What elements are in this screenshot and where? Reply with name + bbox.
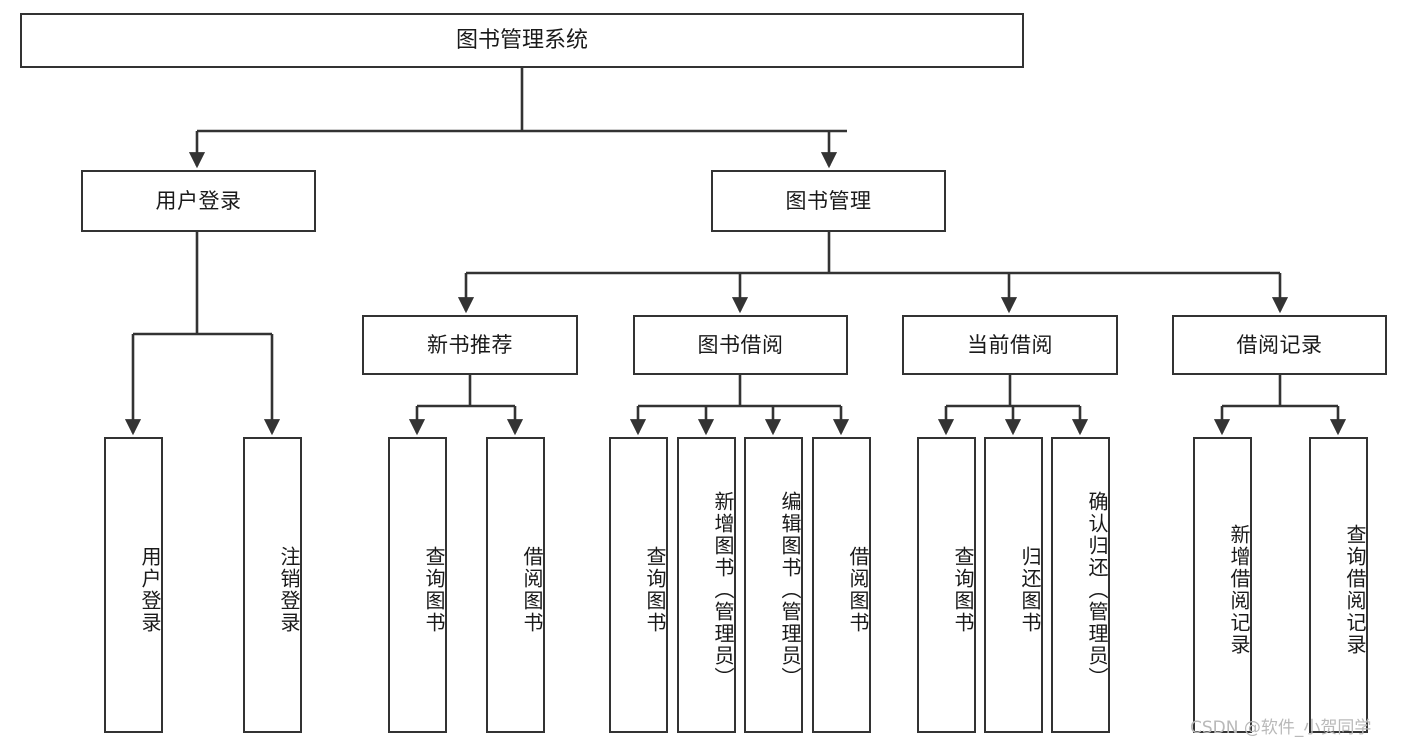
leaf-new-book-borrow[interactable]: 借阅图书 [486,437,545,733]
node-book-management[interactable]: 图书管理 [711,170,946,232]
leaf-label: 归还图书 [1018,546,1042,634]
leaf-new-book-query[interactable]: 查询图书 [388,437,447,733]
node-borrow-records[interactable]: 借阅记录 [1172,315,1387,375]
watermark-csdn: CSDN @软件_小贺同学 [1190,718,1372,738]
leaf-borrow-records-add[interactable]: 新增借阅记录 [1193,437,1252,733]
leaf-label: 查询图书 [643,546,667,634]
leaf-label: 确认归还（管理员） [1085,491,1109,689]
leaf-user-login-login[interactable]: 用户登录 [104,437,163,733]
leaf-borrow-records-query[interactable]: 查询借阅记录 [1309,437,1368,733]
node-book-borrow[interactable]: 图书借阅 [633,315,848,375]
leaf-book-borrow-borrow[interactable]: 借阅图书 [812,437,871,733]
leaf-label: 编辑图书（管理员） [778,491,802,689]
leaf-label: 查询借阅记录 [1343,524,1367,656]
leaf-user-login-logout[interactable]: 注销登录 [243,437,302,733]
leaf-current-borrow-query[interactable]: 查询图书 [917,437,976,733]
leaf-label: 借阅图书 [520,546,544,634]
node-root-system[interactable]: 图书管理系统 [20,13,1024,68]
leaf-label: 用户登录 [138,546,162,634]
leaf-current-borrow-confirm-return[interactable]: 确认归还（管理员） [1051,437,1110,733]
node-current-borrow[interactable]: 当前借阅 [902,315,1118,375]
leaf-label: 查询图书 [951,546,975,634]
leaf-label: 借阅图书 [846,546,870,634]
node-user-login[interactable]: 用户登录 [81,170,316,232]
leaf-label: 查询图书 [422,546,446,634]
leaf-label: 新增借阅记录 [1227,524,1251,656]
node-new-book-recommend[interactable]: 新书推荐 [362,315,578,375]
leaf-label: 注销登录 [277,546,301,634]
leaf-book-borrow-edit[interactable]: 编辑图书（管理员） [744,437,803,733]
leaf-book-borrow-query[interactable]: 查询图书 [609,437,668,733]
leaf-current-borrow-return[interactable]: 归还图书 [984,437,1043,733]
leaf-label: 新增图书（管理员） [711,491,735,689]
leaf-book-borrow-add[interactable]: 新增图书（管理员） [677,437,736,733]
